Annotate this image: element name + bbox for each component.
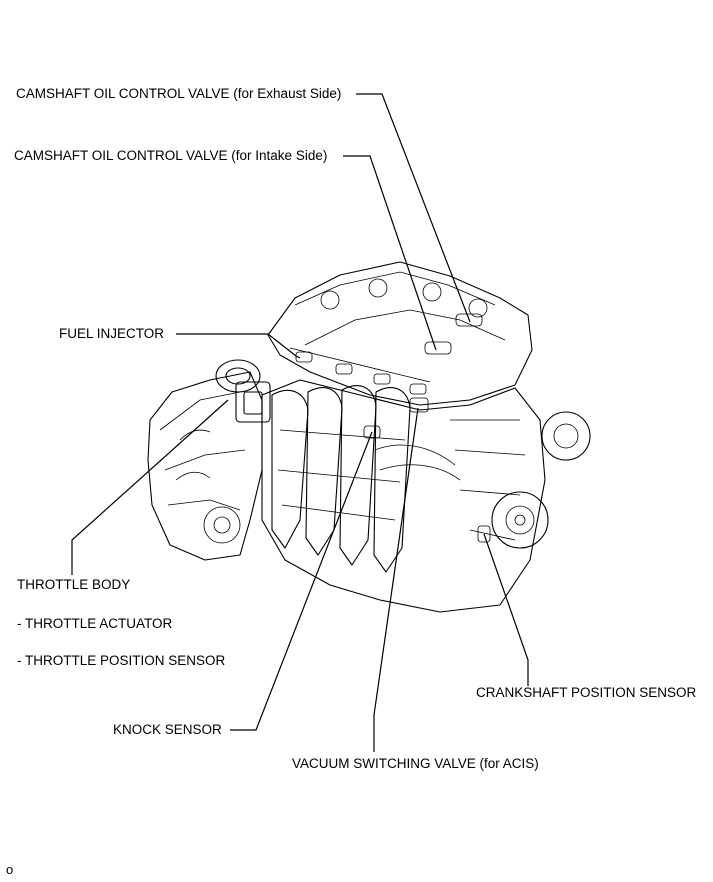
engine-illustration	[147, 261, 591, 613]
leader-cam-exhaust	[356, 93, 471, 323]
leader-lines	[71, 93, 529, 752]
label-vacuum-valve: VACUUM SWITCHING VALVE (for ACIS)	[292, 756, 539, 771]
leader-fuel-injector	[176, 333, 301, 359]
label-cam-exhaust: CAMSHAFT OIL CONTROL VALVE (for Exhaust …	[16, 86, 342, 101]
label-crankshaft-sensor: CRANKSHAFT POSITION SENSOR	[476, 685, 697, 700]
page-marker: o	[6, 862, 14, 877]
leader-throttle-body	[71, 399, 229, 575]
label-knock-sensor: KNOCK SENSOR	[113, 722, 222, 737]
label-cam-intake: CAMSHAFT OIL CONTROL VALVE (for Intake S…	[14, 148, 328, 163]
leader-vacuum-valve	[373, 407, 419, 752]
label-fuel-injector: FUEL INJECTOR	[59, 326, 165, 341]
label-throttle-position: - THROTTLE POSITION SENSOR	[17, 653, 226, 668]
label-throttle-actuator: - THROTTLE ACTUATOR	[17, 616, 173, 631]
label-throttle-body: THROTTLE BODY	[17, 577, 131, 592]
leader-knock-sensor	[230, 431, 373, 731]
leader-crankshaft	[483, 533, 529, 686]
leader-cam-intake	[343, 155, 437, 351]
